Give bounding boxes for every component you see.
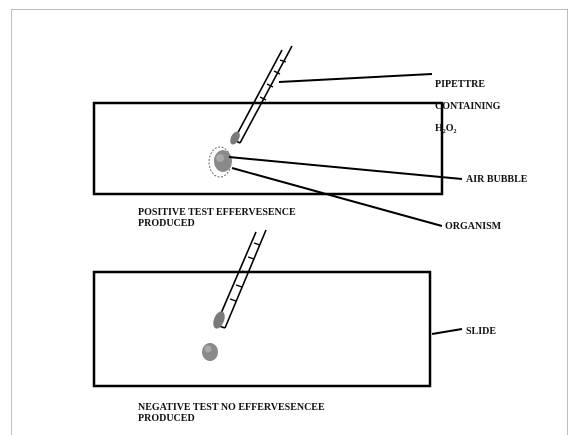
label-pipette-line3: H₂O₂ <box>435 123 457 134</box>
pointer-organism <box>231 167 443 227</box>
pointer-slide <box>431 328 463 335</box>
label-pipette: PIPETTRE CONTAINING H₂O₂ <box>435 68 515 145</box>
label-organism: ORGANISM <box>445 221 502 232</box>
pipette-positive <box>230 45 293 145</box>
label-pipette-line1: PIPETTRE <box>435 79 486 90</box>
label-slide: SLIDE <box>466 326 497 337</box>
label-air-bubble: AIR BUBBLE <box>466 174 528 185</box>
caption-negative: NEGATIVE TEST NO EFFERVESENCEE PRODUCED <box>138 402 398 424</box>
caption-positive: POSITIVE TEST EFFERVESENCE PRODUCED <box>138 207 398 229</box>
organism-negative <box>202 343 218 361</box>
slide-negative <box>92 270 432 388</box>
pipette-drop-negative <box>213 311 225 329</box>
label-pipette-line2: CONTAINING <box>435 101 501 112</box>
pipette-drop-positive <box>230 131 240 145</box>
pipette-negative <box>213 229 267 329</box>
caption-positive-line2: PRODUCED <box>138 218 195 229</box>
caption-negative-line2: PRODUCED <box>138 413 195 424</box>
caption-positive-line1: POSITIVE TEST EFFERVESENCE <box>138 207 296 218</box>
pointer-pipette <box>278 73 433 83</box>
organism-positive <box>214 150 232 172</box>
pointer-air-bubble <box>228 156 463 180</box>
caption-negative-line1: NEGATIVE TEST NO EFFERVESENCEE <box>138 402 325 413</box>
slide-positive <box>92 101 444 196</box>
figure-frame <box>11 9 568 435</box>
